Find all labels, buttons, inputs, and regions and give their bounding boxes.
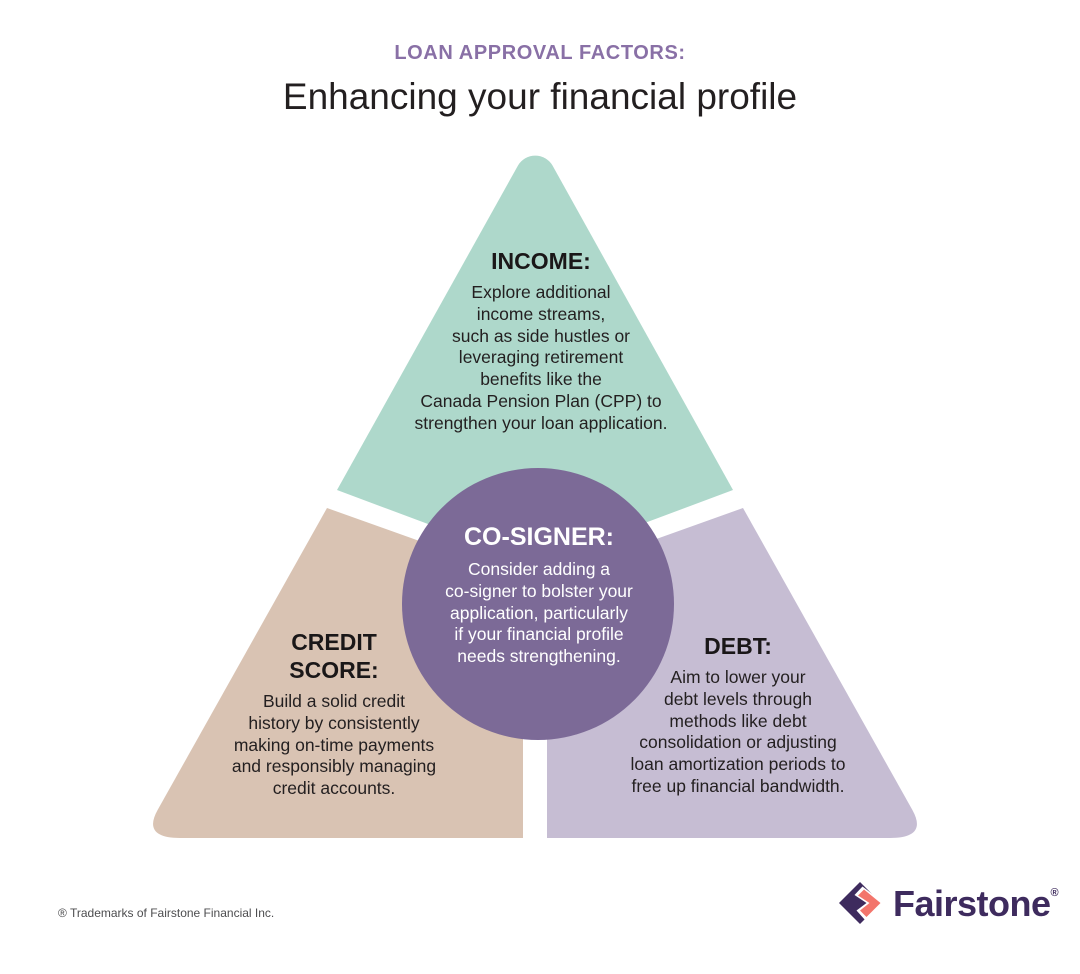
income-section: INCOME: Explore additional income stream… — [415, 247, 668, 435]
debt-body: Aim to lower your debt levels through me… — [630, 667, 846, 796]
fairstone-wordmark-text: Fairstone — [893, 883, 1051, 924]
debt-section: DEBT: Aim to lower your debt levels thro… — [631, 632, 846, 798]
page-title: Enhancing your financial profile — [282, 76, 798, 117]
cosigner-body: Consider adding a co-signer to bolster y… — [445, 559, 633, 667]
cosigner-circle-shape — [402, 468, 674, 740]
cosigner-section: CO-SIGNER: Consider adding a co-signer t… — [445, 523, 633, 668]
fairstone-logo: Fairstone® — [833, 876, 1063, 938]
fairstone-diamond-icon — [839, 882, 884, 924]
income-body: Explore additional income streams, such … — [414, 282, 668, 433]
registered-mark: ® — [1050, 887, 1059, 899]
credit-score-body: Build a solid credit history by consiste… — [231, 691, 437, 799]
credit-score-section: CREDIT SCORE: Build a solid credit histo… — [232, 628, 436, 800]
debt-heading: DEBT: — [704, 633, 772, 659]
cosigner-heading: CO-SIGNER: — [463, 523, 614, 551]
income-segment-shape — [337, 155, 733, 564]
credit-score-heading: CREDIT SCORE: — [289, 629, 379, 683]
income-heading: INCOME: — [491, 248, 591, 274]
fairstone-wordmark: Fairstone® — [893, 883, 1059, 925]
trademark-note: ® Trademarks of Fairstone Financial Inc. — [58, 906, 275, 920]
eyebrow-label: LOAN APPROVAL FACTORS: — [394, 42, 686, 64]
